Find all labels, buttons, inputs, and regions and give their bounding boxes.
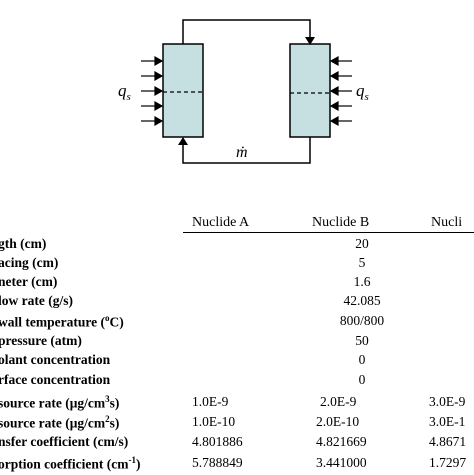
value-nuclide-a: 4.801886: [192, 434, 243, 449]
flow-loop-diagram: qs qs ṁ: [118, 19, 369, 164]
row-label: gth (cm): [0, 236, 47, 251]
table-row: nsfer coefficient (cm/s) 4.801886 4.8216…: [0, 434, 474, 454]
table-row: pressure (atm) 50: [0, 333, 474, 353]
value-nuclide-b: 2.0E-9: [320, 394, 357, 409]
row-label: pressure (atm): [0, 333, 82, 348]
top-pipe-arrow: [305, 37, 315, 45]
row-value: 5: [358, 255, 366, 270]
table-row: wall temperature (oC) 800/800: [0, 313, 474, 333]
table-row: acing (cm) 5: [0, 255, 474, 275]
table-row: source rate (μg/cm3s) 1.0E-9 2.0E-9 3.0E…: [0, 394, 474, 414]
top-pipe: [182, 19, 311, 44]
row-value: 800/800: [339, 313, 385, 328]
column-header-nuclide-b: Nuclide B: [312, 215, 370, 230]
value-nuclide-c: 3.0E-1: [429, 414, 466, 429]
value-nuclide-a: 5.788849: [192, 455, 243, 470]
value-nuclide-c: 1.7297: [429, 455, 467, 470]
row-value: 42.085: [343, 293, 381, 308]
value-nuclide-a: 1.0E-10: [192, 414, 236, 429]
mass-flow-label: ṁ: [236, 144, 248, 161]
row-label: wall temperature (oC): [0, 313, 124, 330]
row-value: 0: [358, 352, 366, 367]
table-row: gth (cm) 20: [0, 236, 474, 256]
value-nuclide-c: 4.8671: [429, 434, 467, 449]
table-row: olant concentration 0: [0, 352, 474, 372]
row-label: olant concentration: [0, 352, 111, 367]
value-nuclide-b: 4.821669: [316, 434, 367, 449]
row-label: orption coefficient (cm-1): [0, 455, 141, 472]
bottom-pipe: [182, 137, 311, 164]
row-value: 20: [355, 236, 369, 251]
table-row: source rate (μg/cm2s) 1.0E-10 2.0E-10 3.…: [0, 414, 474, 434]
row-label: nsfer coefficient (cm/s): [0, 434, 129, 449]
row-label: rface concentration: [0, 372, 111, 387]
header-rule: [183, 232, 474, 233]
right-channel: [289, 43, 331, 138]
row-value: 1.6: [353, 274, 371, 289]
right-heat-flux-label: qs: [356, 81, 369, 103]
column-header-nuclide-a: Nuclide A: [192, 215, 250, 230]
column-header-nuclide-c: Nucli: [431, 215, 463, 230]
row-label: low rate (g/s): [0, 293, 73, 308]
value-nuclide-c: 3.0E-9: [429, 394, 466, 409]
row-label: neter (cm): [0, 274, 58, 289]
row-value: 50: [355, 333, 369, 348]
right-heat-flux-arrows: [329, 55, 352, 127]
left-heat-flux-arrows: [141, 55, 164, 127]
row-value: 0: [358, 372, 366, 387]
left-channel: [162, 43, 204, 138]
bottom-pipe-arrow: [178, 137, 188, 145]
row-label: source rate (μg/cm3s): [0, 394, 120, 411]
left-heat-flux-label: qs: [118, 81, 131, 103]
value-nuclide-b: 2.0E-10: [316, 414, 360, 429]
table-row: neter (cm) 1.6: [0, 274, 474, 294]
table-row: orption coefficient (cm-1) 5.788849 3.44…: [0, 455, 474, 475]
table-row: rface concentration 0: [0, 372, 474, 392]
value-nuclide-a: 1.0E-9: [192, 394, 229, 409]
row-label: acing (cm): [0, 255, 59, 270]
table-row: low rate (g/s) 42.085: [0, 293, 474, 313]
row-label: source rate (μg/cm2s): [0, 414, 120, 431]
value-nuclide-b: 3.441000: [316, 455, 367, 470]
